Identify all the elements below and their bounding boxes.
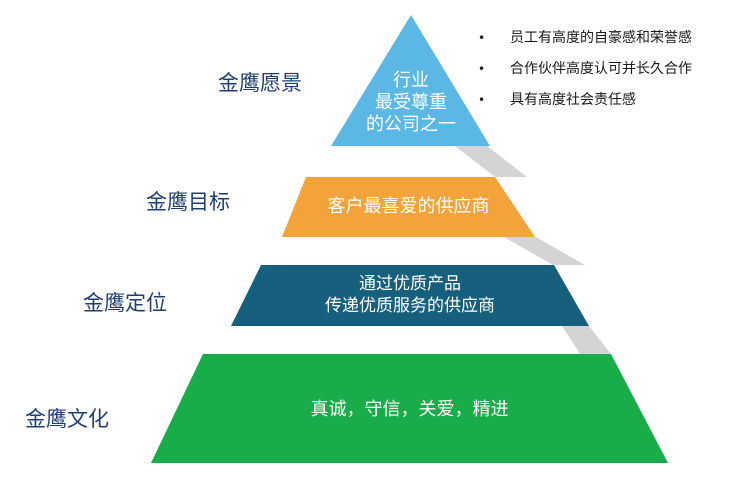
tier-culture-text: 真诚，守信，关爱，精进 [151, 398, 668, 422]
label-culture: 金鹰文化 [25, 407, 109, 431]
bullet-dot-icon: • [478, 93, 486, 107]
tier-position-shape [231, 265, 589, 326]
label-position: 金鹰定位 [83, 291, 167, 315]
vision-bullet-text: 员工有高度的自豪感和荣誉感 [510, 30, 692, 46]
tier-goal-shape [282, 177, 535, 237]
vision-bullet-text: 具有高度社会责任感 [510, 92, 636, 108]
tier-vision-line-1: 行业 [393, 70, 429, 91]
tier-goal-line-1: 客户最喜爱的供应商 [327, 196, 490, 217]
vision-bullet-item: • 具有高度社会责任感 [478, 90, 692, 121]
tier-position-text: 通过优质产品 传递优质服务的供应商 [231, 273, 589, 317]
vision-bullet-text: 合作伙伴高度认可并长久合作 [510, 61, 692, 77]
bullet-dot-icon: • [478, 62, 486, 76]
connector-band-1 [455, 146, 527, 177]
tier-goal-text: 客户最喜爱的供应商 [282, 195, 535, 219]
bullet-dot-icon: • [478, 31, 486, 45]
tier-position-line-2: 传递优质服务的供应商 [325, 296, 495, 316]
tier-vision-text: 行业 最受尊重 的公司之一 [331, 70, 491, 136]
tier-position-line-1: 通过优质产品 [359, 274, 461, 294]
tier-culture-line-1: 真诚，守信，关爱，精进 [310, 399, 509, 420]
label-vision: 金鹰愿景 [218, 71, 302, 95]
tier-vision-shape [331, 15, 490, 146]
vision-bullet-list: • 员工有高度的自豪感和荣誉感 • 合作伙伴高度认可并长久合作 • 具有高度社会… [478, 28, 692, 121]
connector-band-3 [562, 326, 611, 354]
connector-band-2 [504, 237, 585, 265]
vision-bullet-item: • 员工有高度的自豪感和荣誉感 [478, 28, 692, 59]
label-goal: 金鹰目标 [146, 190, 230, 214]
tier-vision-line-3: 的公司之一 [366, 114, 456, 135]
tier-vision-line-2: 最受尊重 [375, 92, 447, 113]
vision-bullet-item: • 合作伙伴高度认可并长久合作 [478, 59, 692, 90]
tier-culture-shape [151, 354, 668, 463]
